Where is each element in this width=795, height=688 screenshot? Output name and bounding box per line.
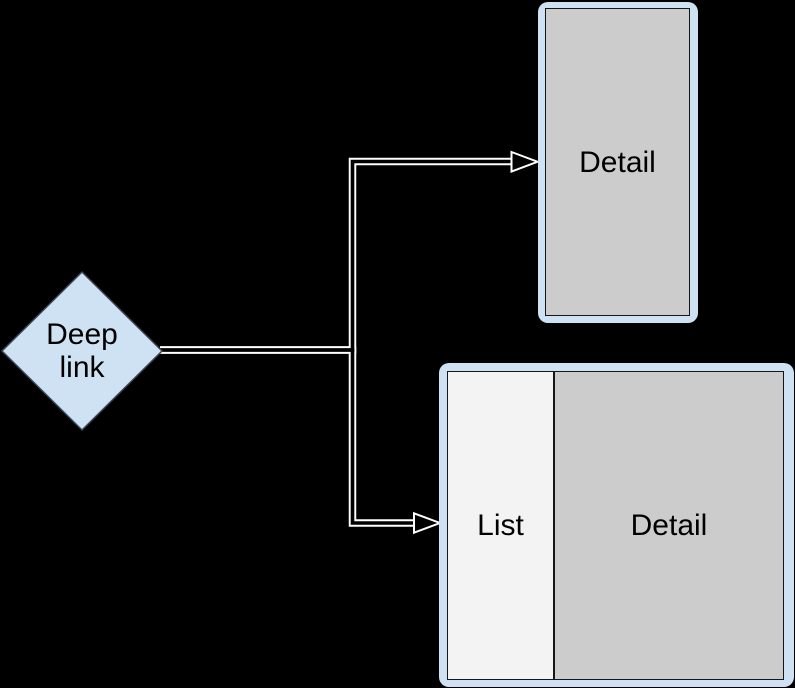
arrowhead-icon-to-detail	[510, 150, 541, 173]
deep-link-diamond	[0, 270, 164, 432]
connector-deep-link-to-detail-core	[160, 159, 512, 352]
expanded-screen-frame: List Detail	[439, 363, 794, 687]
deep-link-label: Deep link	[46, 318, 118, 384]
expanded-list-label: List	[477, 509, 524, 542]
arrowhead-icon-to-list-detail	[413, 511, 443, 535]
expanded-detail-label: Detail	[630, 509, 708, 542]
expanded-screen-detail-pane: Detail	[555, 372, 783, 679]
compact-screen-detail-pane: Detail	[545, 8, 690, 316]
compact-detail-label: Detail	[579, 145, 656, 179]
connector-deep-link-to-list-detail-core	[160, 348, 414, 525]
expanded-screen: List Detail	[447, 371, 784, 680]
connector-deep-link-to-detail	[160, 157, 512, 354]
compact-screen-frame: Detail	[538, 2, 698, 323]
expanded-screen-list-pane: List	[448, 372, 555, 679]
connector-deep-link-to-list-detail	[160, 346, 414, 527]
